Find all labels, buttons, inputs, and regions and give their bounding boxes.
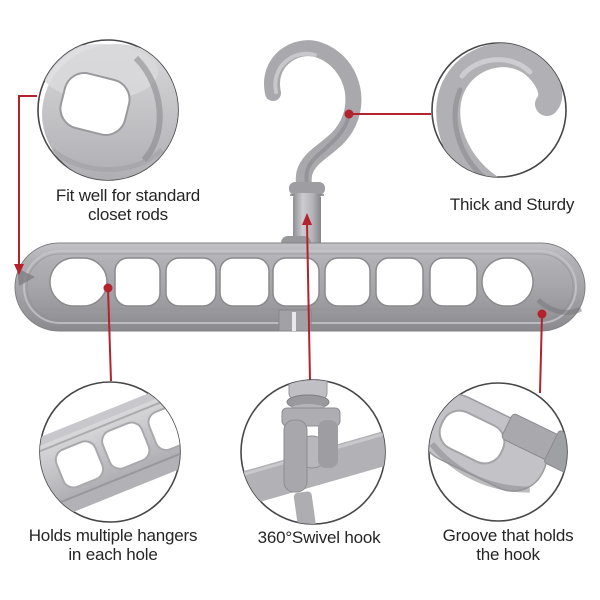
hanger-hook [264, 40, 362, 195]
closeup-hook [436, 43, 563, 177]
hanger-product [14, 40, 586, 332]
right-end-groove [536, 298, 583, 315]
closeup-holes [40, 382, 180, 522]
leader-closet-rods [14, 95, 37, 275]
hanger-hole [165, 257, 217, 307]
hanger-hole [219, 257, 270, 307]
callout-label-groove: Groove that holds the hook [442, 526, 574, 564]
callout-label-multiple-hangers: Holds multiple hangers in each hole [28, 526, 198, 564]
closeup-groove [429, 393, 567, 493]
hanger-hole [375, 257, 424, 307]
callout-label-thick-sturdy: Thick and Sturdy [449, 195, 575, 214]
leader-multiple-hangers [103, 283, 113, 382]
callout-circle-thick-sturdy [431, 42, 567, 178]
hanger-hole [272, 257, 320, 307]
center-hook-groove [278, 309, 312, 332]
left-end-groove [17, 268, 35, 286]
callout-circle-closet-rods [37, 39, 179, 181]
hanger-hole [481, 257, 534, 307]
hanger-hole [324, 257, 371, 307]
callout-circle-groove [428, 382, 568, 522]
hanger-hole [429, 257, 478, 307]
closeup-end-slot [42, 44, 178, 180]
hanger-hole [49, 257, 108, 307]
closeup-swivel [241, 380, 385, 524]
leader-groove [537, 309, 547, 394]
leader-thick-sturdy [344, 109, 431, 119]
hanger-hole [114, 257, 161, 307]
callout-circle-multiple-hangers [39, 381, 181, 523]
callout-circle-swivel [240, 379, 386, 525]
hanger-bar [14, 236, 586, 332]
callout-label-swivel: 360°Swivel hook [257, 528, 381, 547]
leader-swivel-hook [302, 213, 312, 381]
callout-label-closet-rods: Fit well for standard closet rods [55, 186, 201, 224]
